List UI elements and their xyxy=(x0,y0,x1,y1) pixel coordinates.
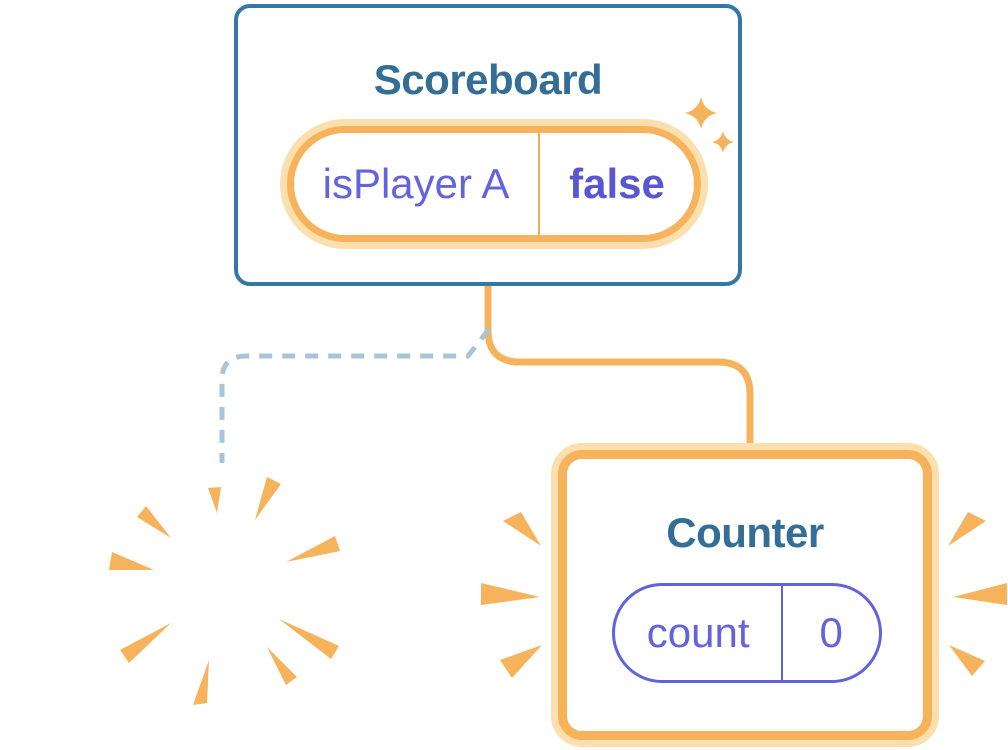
removed-component-dashed-connector xyxy=(219,327,491,463)
emphasis-burst-right-icon xyxy=(948,512,1007,676)
counter-state-pill: count 0 xyxy=(612,583,882,683)
counter-state-name: count xyxy=(646,609,750,656)
emphasis-burst-left-icon xyxy=(481,512,542,678)
parent-to-counter-connector xyxy=(484,278,754,462)
counter-title: Counter xyxy=(666,509,824,556)
counter-card: Counter count 0 xyxy=(558,450,932,740)
scoreboard-state-name: isPlayer A xyxy=(322,160,510,207)
counter-state-value: 0 xyxy=(819,609,843,656)
scoreboard-title: Scoreboard xyxy=(373,56,603,103)
scoreboard-state-value: false xyxy=(569,160,665,207)
scoreboard-state-pill: isPlayer A false xyxy=(287,126,701,242)
scoreboard-card: Scoreboard isPlayer A false xyxy=(234,4,742,286)
poof-card xyxy=(90,456,370,728)
pill-divider xyxy=(538,133,540,235)
pill-divider xyxy=(781,586,784,680)
